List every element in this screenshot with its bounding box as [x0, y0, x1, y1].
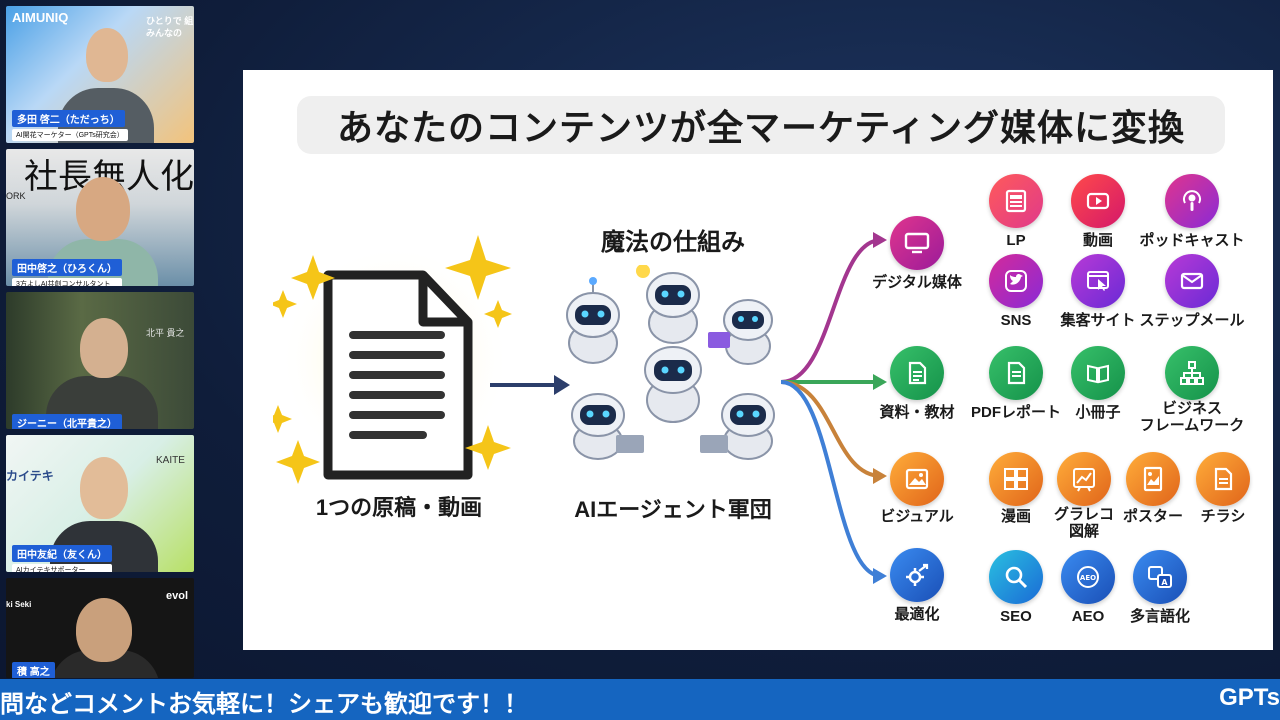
- background-banner-text: カイテキ: [6, 469, 54, 483]
- participant-nametag: 田中友紀（友くん） AIカイテキサポーター: [12, 545, 112, 572]
- background-banner-text: ひとりで 組: [146, 16, 194, 26]
- output-label: ポスター: [1122, 508, 1183, 525]
- play-icon: [1071, 174, 1125, 228]
- participant-nametag: 多田 啓二（ただっち） AI開花マーケター（GPTs研究会）: [12, 110, 128, 141]
- participant-tile-5[interactable]: evol ki Seki 積 高之: [6, 578, 194, 678]
- participant-nametag: ジーニー（北平貴之）: [12, 414, 122, 429]
- category-label: デジタル媒体: [872, 274, 962, 291]
- podcast-icon: [1165, 174, 1219, 228]
- participant-name: 多田 啓二（ただっち）: [12, 110, 125, 127]
- participant-tile-4[interactable]: KAITE カイテキ 田中友紀（友くん） AIカイテキサポーター: [6, 435, 194, 572]
- poster-icon: [1126, 452, 1180, 506]
- participant-tile-3[interactable]: 北平 貴之 ジーニー（北平貴之）: [6, 292, 194, 429]
- background-banner-text: みんなの: [146, 28, 183, 38]
- source-document-icon: [273, 235, 512, 484]
- ticker-brand-text: GPTs: [1219, 684, 1280, 711]
- participant-nametag: 田中啓之（ひろくん） 3方よしAI共創コンサルタント: [12, 259, 122, 286]
- output-label: ビジネス フレームワーク: [1139, 400, 1245, 434]
- lp-page-icon: [989, 174, 1043, 228]
- output-label: 集客サイト: [1060, 312, 1136, 329]
- globe-icon: AEO: [1061, 550, 1115, 604]
- background-logo-text: AIMUNIQ: [12, 10, 69, 25]
- output-label: 多言語化: [1129, 608, 1190, 625]
- graphic-record-icon: [1057, 452, 1111, 506]
- slide-title: あなたのコンテンツが全マーケティング媒体に変換: [336, 107, 1186, 148]
- participant-name: ジーニー（北平貴之）: [12, 414, 122, 429]
- monitor-icon: [890, 216, 944, 270]
- person-face: [80, 457, 128, 519]
- output-label: PDFレポート: [970, 404, 1061, 421]
- background-banner-text: KAITE: [156, 455, 185, 466]
- cursor-browser-icon: [1071, 254, 1125, 308]
- background-banner-text: ki Seki: [6, 600, 32, 609]
- background-logo-text: evol: [166, 590, 189, 602]
- magic-label: 魔法の仕組み: [601, 229, 745, 256]
- output-label: ステップメール: [1139, 312, 1245, 329]
- output-label: SEO: [1000, 608, 1032, 625]
- robots-illustration: [566, 265, 775, 460]
- output-label: AEO: [1071, 608, 1105, 625]
- participant-tile-1[interactable]: AIMUNIQ ひとりで 組 みんなの 多田 啓二（ただっち） AI開花マーケタ…: [6, 6, 194, 143]
- participant-role: 3方よしAI共創コンサルタント: [12, 278, 122, 286]
- output-label: グラレコ 図解: [1053, 506, 1114, 540]
- book-icon: [1071, 346, 1125, 400]
- person-face: [86, 28, 128, 82]
- person-face: [80, 318, 128, 378]
- participant-name: 田中啓之（ひろくん）: [12, 259, 122, 276]
- output-label: 漫画: [1000, 508, 1031, 525]
- participant-tile-2[interactable]: 社長無人化 ORK 田中啓之（ひろくん） 3方よしAI共創コンサルタント: [6, 149, 194, 286]
- background-banner-text: ORK: [6, 191, 26, 201]
- output-label: 小冊子: [1075, 404, 1121, 421]
- person-face: [76, 598, 132, 662]
- agents-label: AIエージェント軍団: [574, 497, 772, 522]
- document-icon: [890, 346, 944, 400]
- branch-arrows: [780, 232, 887, 584]
- ticker-text: 問などコメントお気軽に！シェアも歓迎です！！: [0, 691, 528, 718]
- bird-icon: [989, 254, 1043, 308]
- gear-arrow-icon: [890, 548, 944, 602]
- category-label: ビジュアル: [880, 508, 954, 525]
- category-label: 最適化: [894, 606, 940, 623]
- flyer-icon: [1196, 452, 1250, 506]
- background-banner-text: 北平 貴之: [146, 328, 185, 338]
- svg-text:AEO: AEO: [1080, 574, 1096, 582]
- comic-icon: [989, 452, 1043, 506]
- output-label: LP: [1006, 232, 1026, 249]
- participant-name: 積 高之: [12, 662, 55, 678]
- output-label: ポッドキャスト: [1139, 232, 1245, 249]
- translate-icon: A: [1133, 550, 1187, 604]
- output-label: チラシ: [1200, 508, 1246, 525]
- output-label: 動画: [1082, 232, 1113, 249]
- output-label: SNS: [1000, 312, 1032, 329]
- participant-role: AIカイテキサポーター: [12, 564, 112, 572]
- arrow-right-icon: [490, 375, 570, 395]
- mail-icon: [1165, 254, 1219, 308]
- source-label: 1つの原稿・動画: [315, 495, 483, 520]
- category-label: 資料・教材: [879, 404, 955, 421]
- hierarchy-icon: [1165, 346, 1219, 400]
- image-icon: [890, 452, 944, 506]
- pdf-icon: [989, 346, 1043, 400]
- comment-ticker: 問などコメントお気軽に！シェアも歓迎です！！ GPTs: [0, 679, 1280, 720]
- participant-role: AI開花マーケター（GPTs研究会）: [12, 129, 128, 141]
- magnifier-icon: [989, 550, 1043, 604]
- participant-nametag: 積 高之: [12, 662, 55, 678]
- slide-title-bar: あなたのコンテンツが全マーケティング媒体に変換: [297, 96, 1225, 154]
- presentation-slide: あなたのコンテンツが全マーケティング媒体に変換: [243, 70, 1273, 650]
- person-face: [76, 177, 130, 241]
- participant-name: 田中友紀（友くん）: [12, 545, 112, 562]
- svg-text:A: A: [1161, 578, 1168, 587]
